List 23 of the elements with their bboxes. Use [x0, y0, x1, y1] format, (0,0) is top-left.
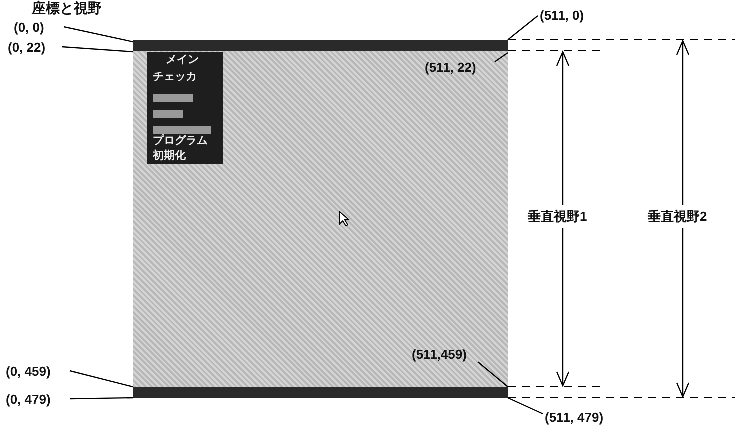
- coordinate-label: (511, 0): [540, 8, 584, 23]
- coordinate-label: (0, 22): [8, 40, 46, 55]
- menu-item: 初期化: [153, 150, 186, 162]
- dimension-label: 垂直視野1: [528, 209, 588, 224]
- leader-line: [478, 362, 508, 388]
- leader-line: [508, 16, 538, 40]
- coordinate-label: (511, 479): [545, 410, 604, 425]
- leader-line: [70, 397, 134, 400]
- coordinate-label: (0, 0): [14, 20, 44, 35]
- leader-line: [494, 52, 508, 62]
- menu-item: チェッカ: [153, 71, 197, 83]
- leader-line: [64, 26, 134, 43]
- leader-line: [508, 397, 544, 415]
- title: 座標と視野: [32, 0, 102, 16]
- menu-title: メイン: [166, 54, 199, 66]
- coordinate-label: (511,459): [412, 347, 467, 362]
- leader-line: [62, 46, 134, 53]
- menu-item: プログラム: [153, 135, 208, 147]
- coordinate-label: (511, 22): [425, 60, 476, 75]
- coordinate-label: (0, 459): [6, 364, 51, 379]
- leader-line: [70, 370, 134, 388]
- dimension-label: 垂直視野2: [648, 209, 708, 224]
- coordinate-label: (0, 479): [6, 392, 51, 407]
